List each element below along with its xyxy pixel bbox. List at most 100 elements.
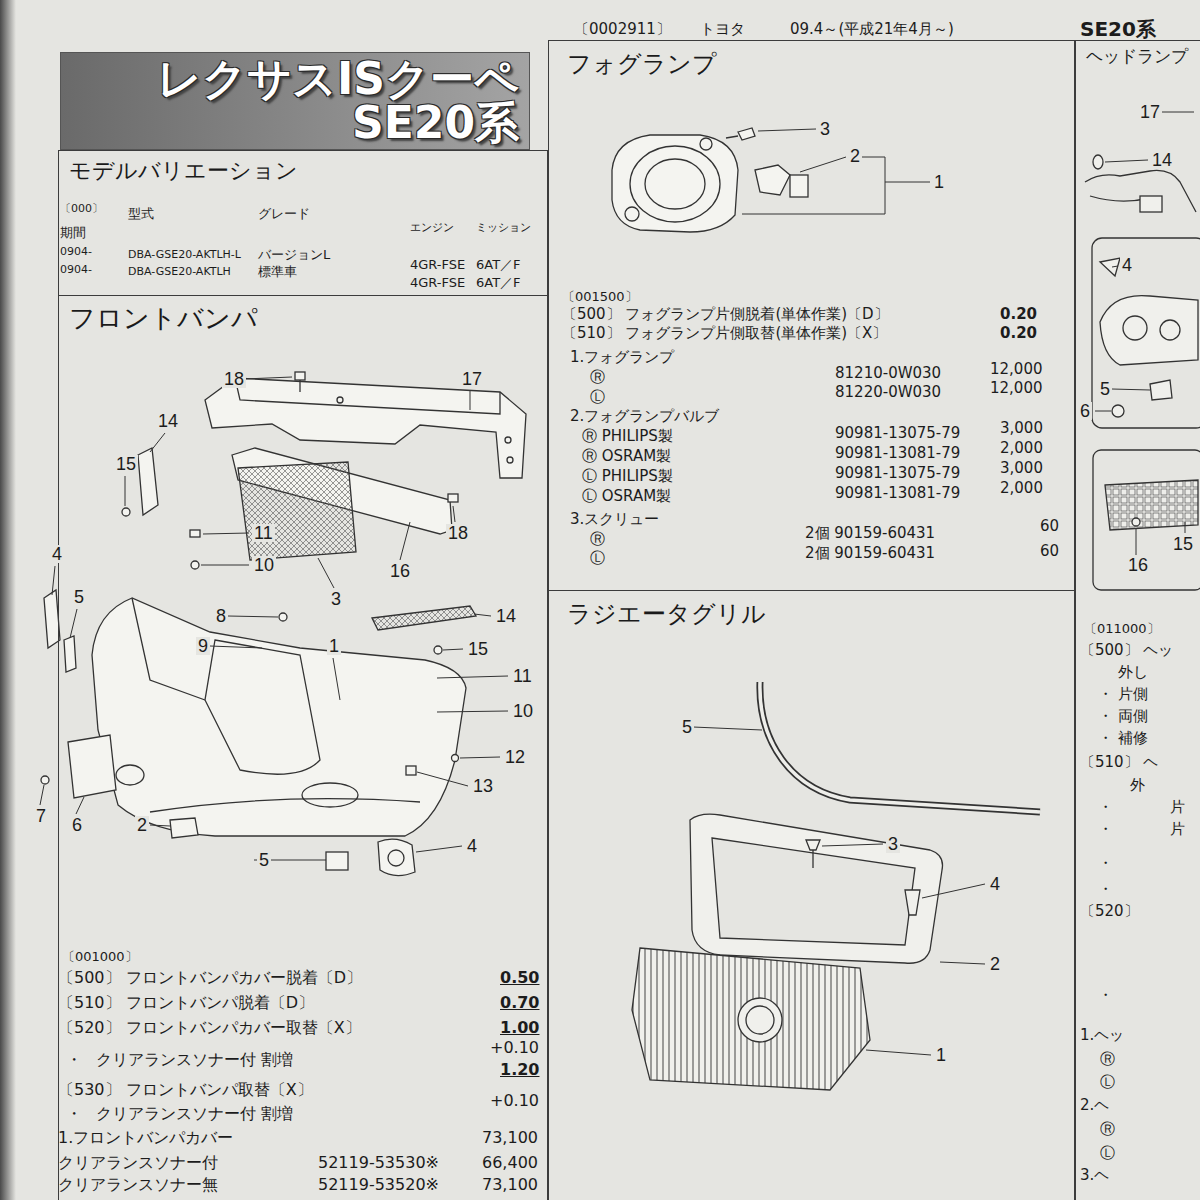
radiator-grille-illustration: [746, 1006, 774, 1034]
fog-lamp-illustration: [625, 207, 639, 221]
front-bumper-illustration: [452, 755, 459, 762]
callout-number: 9: [196, 637, 210, 655]
leader-line: [1136, 528, 1137, 555]
catalog-text: 81210-0W030: [835, 366, 941, 382]
leader-line: [40, 377, 508, 860]
catalog-text: 片側: [1118, 687, 1148, 703]
catalog-text: クリアランスソナー無: [58, 1177, 218, 1194]
leader-line: [693, 727, 985, 1055]
leader-line: [742, 129, 930, 214]
leader-line: [693, 727, 762, 730]
front-bumper-illustration: [116, 765, 144, 785]
callout-number: 16: [1126, 556, 1150, 574]
leader-line: [1185, 522, 1186, 533]
callout-number: 14: [1150, 151, 1174, 169]
catalog-text: Ⓛ: [1100, 1075, 1115, 1091]
front-bumper-illustration: [138, 448, 158, 515]
catalog-text: 〔500〕 フロントバンパカバー脱着〔D〕: [58, 970, 362, 987]
fog-lamp-illustration: [612, 135, 738, 232]
catalog-text: 〔001000〕: [62, 950, 138, 964]
labor-hours: 0.20: [1000, 307, 1037, 323]
catalog-text: Ⓡ: [1100, 1122, 1115, 1138]
front-bumper-illustration: [132, 598, 205, 700]
labor-hours: 0.50: [500, 970, 539, 987]
section-heading: フロントバンパ: [69, 304, 537, 333]
front-bumper-illustration: [505, 437, 511, 443]
callout-number: 12: [503, 748, 527, 766]
leader-line: [125, 476, 126, 506]
catalog-text: 〔011000〕: [1084, 622, 1160, 636]
catalog-text: 12,000: [990, 362, 1043, 378]
catalog-text: DBA-GSE20-AKTLH: [128, 266, 231, 278]
callout-number: 5: [257, 851, 271, 869]
catalog-text: 3,000: [1000, 461, 1043, 477]
catalog-text: クリアランスソナー付: [58, 1155, 218, 1172]
catalog-text: 〔530〕 フロントバンパ取替〔X〕: [58, 1082, 313, 1099]
front-bumper-illustration: [190, 530, 200, 537]
callout-number: 4: [988, 875, 1002, 893]
front-bumper-illustration: [507, 457, 513, 463]
callout-number: 18: [446, 524, 470, 542]
leader-line: [453, 506, 455, 522]
leader-line: [443, 649, 463, 650]
catalog-text: Ⓡ PHILIPS製: [582, 429, 673, 445]
catalog-text: クリアランスソナー付 割増: [96, 1106, 293, 1123]
front-bumper-illustration: [205, 640, 320, 774]
catalog-text: 6AT／F: [476, 258, 521, 272]
labor-hours: 0.20: [1000, 326, 1037, 342]
front-bumper-illustration: [170, 818, 198, 838]
front-bumper-illustration: [299, 380, 300, 392]
leader-line: [417, 772, 468, 786]
catalog-text: Ⓛ: [1100, 1146, 1115, 1162]
catalog-text: ・: [1098, 988, 1113, 1004]
leader-line: [1095, 112, 1194, 555]
callout-number: 17: [1138, 103, 1162, 121]
catalog-text: 片: [1170, 800, 1185, 816]
title-banner: レクサスISクーペ SE20系: [60, 52, 530, 150]
catalog-text: 2個 90159-60431: [805, 526, 935, 542]
headlamp-illustration: [1092, 238, 1200, 428]
section-heading: ヘッドランプ: [1086, 47, 1190, 66]
catalog-text: 標準車: [258, 265, 297, 279]
section-heading: モデルバリエーション: [69, 159, 537, 183]
fog-lamp-illustration: [755, 165, 790, 195]
catalog-text: 52119-53530※: [318, 1155, 439, 1172]
header-text: 09.4～(平成21年4月～): [790, 22, 954, 38]
front-bumper-illustration: [434, 646, 442, 654]
callout-number: 15: [466, 640, 490, 658]
leader-line: [800, 157, 846, 172]
catalog-text: 〔510〕 フロントバンパ脱着〔D〕: [58, 995, 314, 1012]
labor-hours: 1.20: [500, 1062, 539, 1079]
radiator-grille-illustration: [806, 840, 820, 850]
catalog-text: グレード: [258, 207, 310, 221]
catalog-text: 3.ヘ: [1080, 1168, 1109, 1184]
catalog-text: +0.10: [490, 1093, 539, 1110]
front-bumper-illustration: [302, 783, 358, 807]
catalog-text: 1.フロントバンパカバー: [58, 1130, 233, 1147]
catalog-text: 1.フォグランプ: [570, 350, 674, 366]
catalog-text: 〔500〕 ヘッ: [1080, 643, 1173, 659]
callout-number: 6: [1078, 402, 1092, 420]
catalog-text: 12,000: [990, 381, 1043, 397]
callout-number: 3: [886, 835, 900, 853]
callout-number: 15: [1171, 535, 1195, 553]
callout-number: 4: [50, 545, 64, 563]
fog-lamp-illustration: [790, 175, 808, 197]
catalog-text: 60: [1040, 544, 1059, 560]
catalog-text: 6AT／F: [476, 276, 521, 290]
headlamp-illustration: [1123, 316, 1147, 340]
fog-lamp-illustration: [630, 146, 720, 222]
radiator-grille-illustration: [632, 682, 1040, 1090]
catalog-text: Ⓡ: [590, 370, 605, 386]
section-panel: ラジエータグリル: [548, 590, 1075, 1200]
callout-number: 17: [460, 370, 484, 388]
catalog-text: 73,100: [482, 1177, 538, 1194]
leader-line: [318, 558, 334, 588]
headlamp-illustration: [1093, 450, 1200, 590]
catalog-text: 〔500〕 フォグランプ片側脱着(単体作業)〔D〕: [562, 307, 889, 323]
leader-line: [940, 962, 985, 964]
catalog-text: Ⓛ PHILIPS製: [582, 469, 673, 485]
leader-line: [922, 884, 985, 898]
leader-line: [228, 616, 278, 617]
catalog-text: 73,100: [482, 1130, 538, 1147]
